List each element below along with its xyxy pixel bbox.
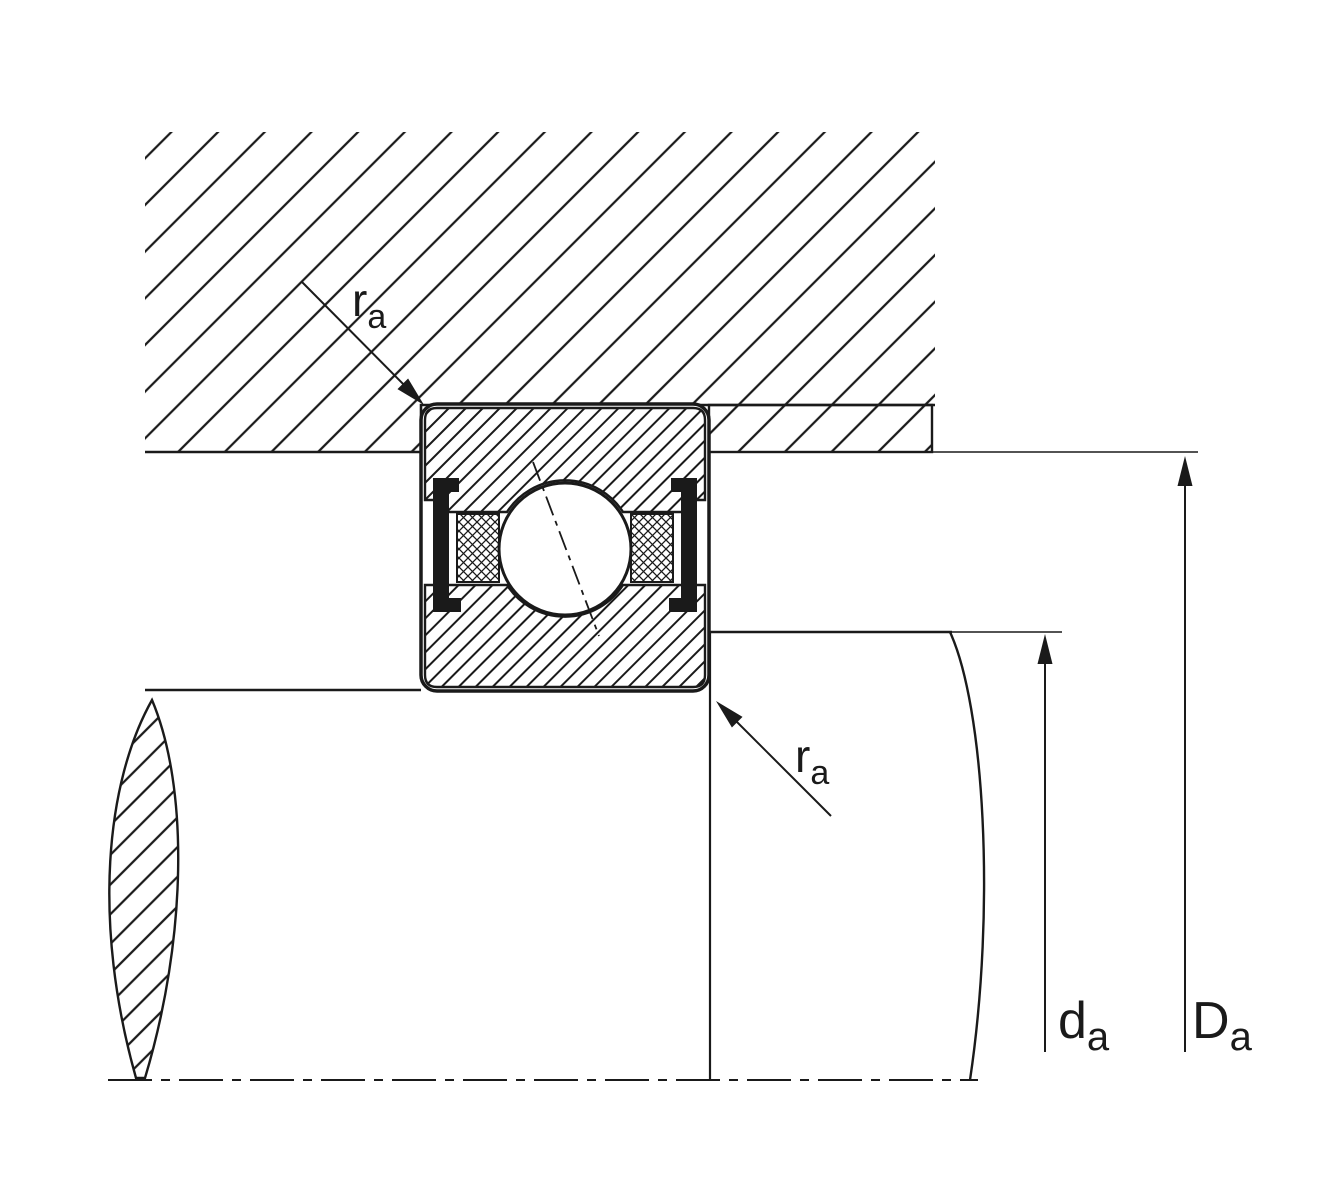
arrowhead-Da-icon <box>1177 456 1193 486</box>
bearing-seal-right <box>669 478 697 612</box>
bearing-ball <box>497 481 633 617</box>
arrowhead-ra-bottom-icon <box>716 701 743 728</box>
bearing-seal-left <box>433 478 461 612</box>
annotations: ra ra da Da <box>301 274 1253 1059</box>
label-da: da <box>1058 992 1110 1059</box>
bearing-outline <box>419 402 711 693</box>
arrowhead-da-icon <box>1037 634 1053 664</box>
leader-line-ra-top <box>301 281 420 401</box>
bearing-inner-ring <box>423 583 707 689</box>
label-ra-top: ra <box>352 274 386 336</box>
shaft-break-curve-right <box>948 631 986 1081</box>
label-ra-bottom: ra <box>795 730 829 792</box>
contact-angle-centerline <box>532 461 600 637</box>
shaft-section <box>108 630 1062 1081</box>
bearing-cage-right <box>630 513 674 583</box>
bearing-cross-section <box>419 402 711 693</box>
leader-line-ra-bottom <box>721 706 832 817</box>
bearing-cage-left <box>456 513 500 583</box>
housing-shoulder-band <box>707 403 934 454</box>
shaft-break-section <box>108 697 180 1080</box>
arrowhead-ra-top-icon <box>397 378 424 405</box>
label-Da: Da <box>1192 992 1253 1059</box>
bearing-outer-ring <box>423 406 707 514</box>
housing-hatch-area <box>145 132 935 452</box>
